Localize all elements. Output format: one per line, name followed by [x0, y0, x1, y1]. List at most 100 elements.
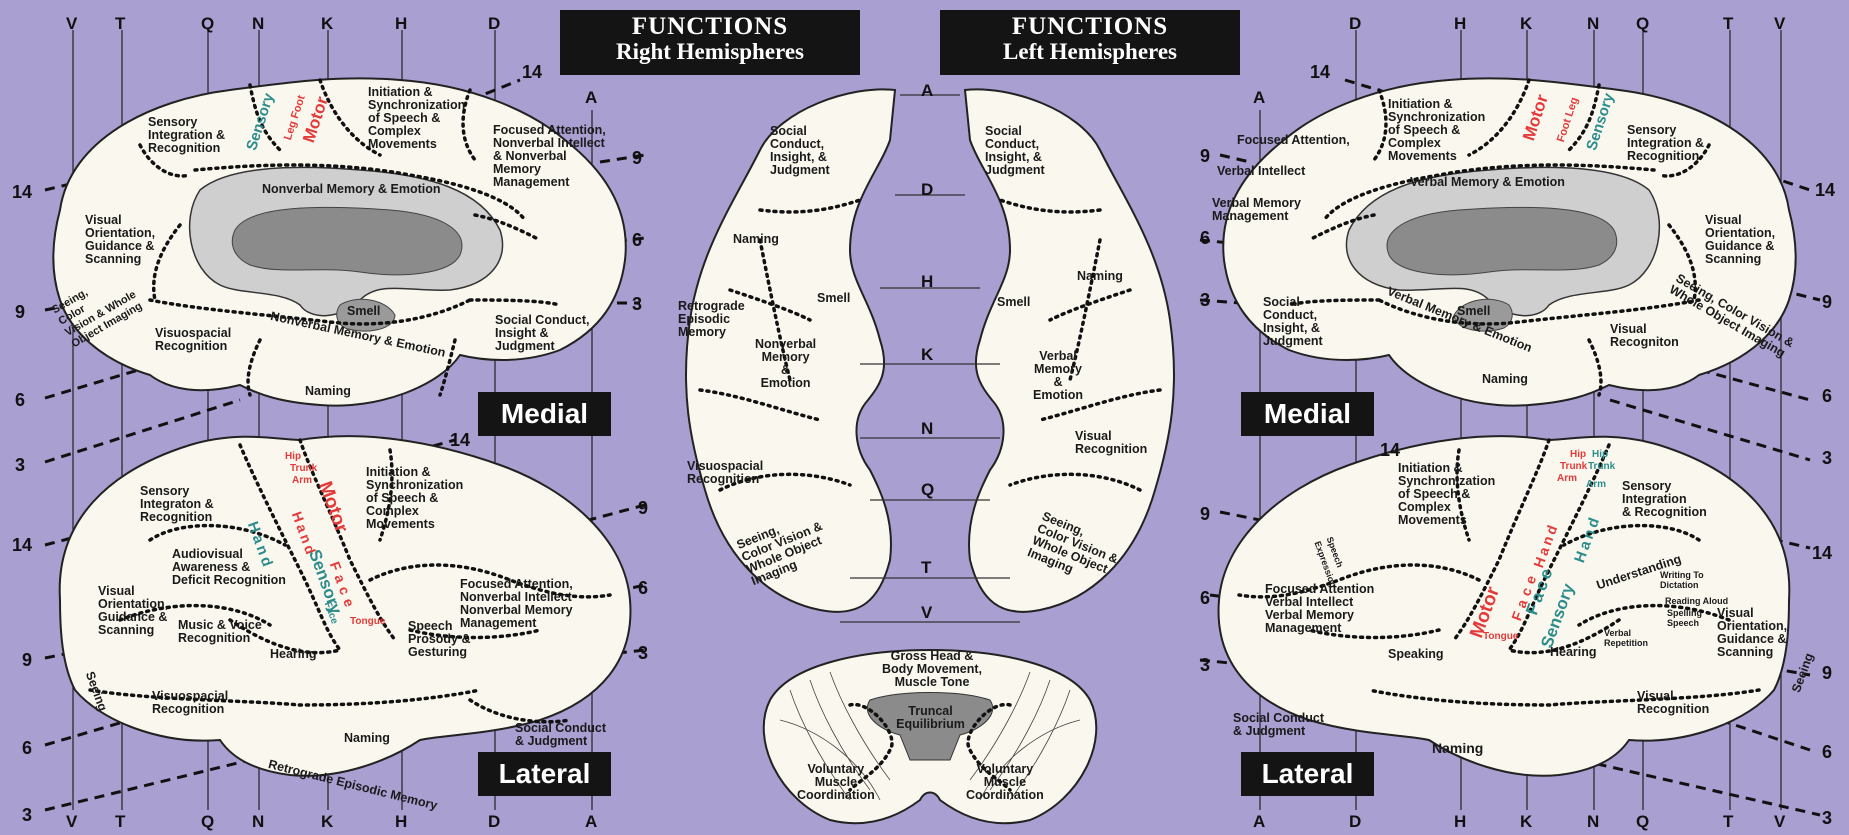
label-focused-attention: Focused Attention, Nonverbal Intellect N…: [460, 578, 573, 630]
grid-letter: Q: [921, 480, 934, 500]
level-number: 6: [1822, 386, 1832, 407]
label-visual-recognition: Visual Recogniton: [1610, 323, 1679, 349]
grid-letter: V: [1774, 812, 1785, 832]
label-nonverbal-memory: Nonverbal Memory & Emotion: [262, 183, 441, 196]
level-number: 3: [1822, 808, 1832, 829]
level-number: 9: [638, 498, 648, 519]
level-number: 14: [1310, 62, 1330, 83]
level-number: 9: [1200, 504, 1210, 525]
level-number: 14: [450, 430, 470, 451]
label-writing: Writing To Dictation: [1660, 570, 1704, 590]
label-visual-orientation: Visual Orientation, Guidance & Scanning: [85, 214, 155, 266]
grid-letter: T: [115, 14, 125, 34]
label-verbal-memory: Verbal Memory & Emotion: [1410, 176, 1565, 189]
level-number: 6: [1200, 228, 1210, 249]
label-verbal-repetition: Verbal Repetition: [1604, 628, 1648, 648]
header-right-subtitle: Right Hemispheres: [560, 40, 860, 64]
grid-letter: T: [115, 812, 125, 832]
grid-letter: Q: [201, 812, 214, 832]
grid-letter: V: [66, 812, 77, 832]
grid-letter: N: [252, 812, 264, 832]
label-truncal-equilibrium: Truncal Equilibrium: [873, 705, 988, 731]
grid-letter: H: [395, 14, 407, 34]
level-number: 14: [1812, 543, 1832, 564]
level-number: 14: [1815, 180, 1835, 201]
level-number: 9: [1822, 663, 1832, 684]
label-tongue: Tongue: [350, 615, 385, 628]
level-number: 9: [632, 148, 642, 169]
label-sensory-integration: Sensory Integration & Recognition: [1622, 480, 1707, 519]
label-visual-orientation: Visual Orientation, Guidance & Scanning: [1705, 214, 1775, 266]
label-naming-left: Naming: [1077, 270, 1123, 283]
level-number: 14: [12, 535, 32, 556]
grid-letter: Q: [201, 14, 214, 34]
label-visuospacial: Visuospacial Recognition: [155, 327, 231, 353]
label-sensory-integration: Sensory Integraton & Recognition: [140, 485, 214, 524]
label-tongue: Tongue: [1483, 630, 1518, 643]
label-initiation: Initiation & Synchronization of Speech &…: [366, 466, 463, 531]
badge-right-medial: Medial: [478, 392, 611, 436]
label-naming: Naming: [1432, 742, 1483, 755]
label-naming-right: Naming: [733, 233, 779, 246]
grid-letter: D: [488, 812, 500, 832]
label-social-right: Social Conduct, Insight, & Judgment: [770, 125, 830, 177]
level-number: 3: [1200, 290, 1210, 311]
label-social-conduct: Social Conduct, Insight & Judgment: [495, 314, 589, 353]
label-visuospacial: Visuospacial Recognition: [152, 690, 228, 716]
label-voluntary-right: Voluntary Muscle Coordination: [966, 763, 1044, 802]
label-naming: Naming: [305, 385, 351, 398]
label-focused-attention: Focused Attention, Nonverbal Intellect &…: [493, 124, 606, 189]
label-verbal-memory: Verbal Memory & Emotion: [1033, 350, 1083, 402]
label-trunk-sensory: Trunk: [1588, 460, 1615, 473]
label-arm-sensory: Arm: [1586, 478, 1606, 491]
level-number: 9: [22, 650, 32, 671]
grid-letter: Q: [1636, 14, 1649, 34]
grid-letter: A: [1253, 88, 1265, 108]
label-initiation: Initiation & Synchronization of Speech &…: [1398, 462, 1495, 527]
grid-letter: H: [921, 272, 933, 292]
header-right-title: FUNCTIONS: [560, 14, 860, 40]
label-visual-orientation: Visual Orientation, Guidance & Scanning: [1717, 607, 1787, 659]
label-social-conduct: Social Conduct, Insight, & Judgment: [1263, 296, 1323, 348]
label-retrograde: Retrograde Episodic Memory: [678, 300, 745, 339]
label-visual-recognition: Visual Recognition: [1075, 430, 1147, 456]
badge-left-lateral: Lateral: [1241, 752, 1374, 796]
level-number: 9: [1822, 292, 1832, 313]
level-number: 6: [15, 390, 25, 411]
label-naming: Naming: [1482, 373, 1528, 386]
level-number: 6: [1200, 588, 1210, 609]
header-left-subtitle: Left Hemispheres: [940, 40, 1240, 64]
grid-letter: V: [66, 14, 77, 34]
label-verbal-intellect: Verbal Intellect: [1217, 165, 1305, 178]
level-number: 14: [12, 182, 32, 203]
grid-letter: Q: [1636, 812, 1649, 832]
grid-letter: H: [1454, 812, 1466, 832]
grid-letter: A: [585, 812, 597, 832]
grid-letter: K: [1520, 14, 1532, 34]
label-music-voice: Music & Voice Recognition: [178, 619, 262, 645]
label-spelling: Spelling Speech: [1667, 608, 1702, 628]
header-left-hemispheres: FUNCTIONS Left Hemispheres: [940, 10, 1240, 75]
level-number: 3: [638, 643, 648, 664]
grid-letter: A: [1253, 812, 1265, 832]
label-arm: Arm: [1557, 472, 1577, 485]
grid-letter: H: [395, 812, 407, 832]
label-hearing: Hearing: [270, 648, 317, 661]
label-smell-right: Smell: [817, 292, 850, 305]
label-nonverbal-memory: Nonverbal Memory & Emotion: [755, 338, 816, 390]
grid-letter: N: [252, 14, 264, 34]
grid-letter: K: [321, 14, 333, 34]
grid-letter: D: [1349, 14, 1361, 34]
grid-letter: K: [321, 812, 333, 832]
label-social-left: Social Conduct, Insight, & Judgment: [985, 125, 1045, 177]
label-speaking: Speaking: [1388, 648, 1444, 661]
grid-letter: T: [1723, 14, 1733, 34]
grid-letter: N: [1587, 14, 1599, 34]
level-number: 6: [1822, 742, 1832, 763]
label-naming: Naming: [344, 732, 390, 745]
label-speech-prosody: Speech Prosody & Gesturing: [408, 620, 471, 659]
label-initiation: Initiation & Synchronization of Speech &…: [1388, 98, 1485, 163]
label-audiovisual: Audiovisual Awareness & Deficit Recognit…: [172, 548, 286, 587]
label-social-conduct: Social Conduct & Judgment: [515, 722, 606, 748]
grid-letter: H: [1454, 14, 1466, 34]
